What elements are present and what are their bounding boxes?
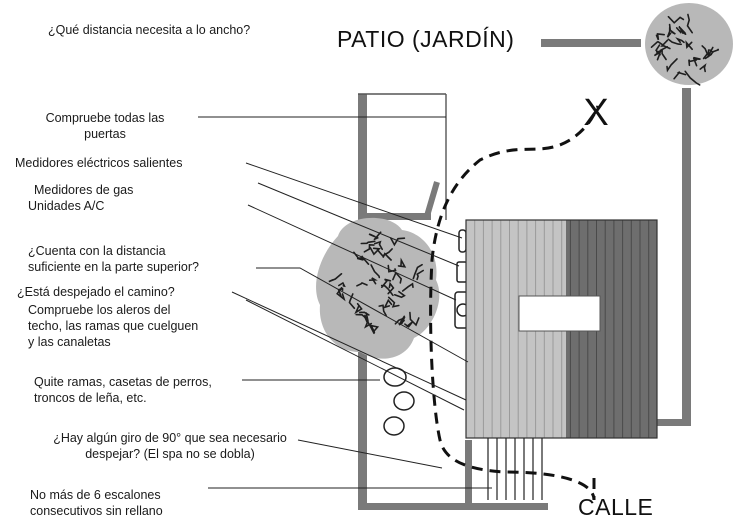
- eaves-label: Compruebe los aleros del techo, las rama…: [28, 303, 199, 349]
- street-label: CALLE: [578, 494, 654, 520]
- bush-top-right: [645, 3, 733, 86]
- door: [358, 93, 447, 220]
- patio-wall-top: [541, 39, 641, 47]
- meters: [454, 229, 470, 329]
- spa: [465, 219, 658, 439]
- ac-units-label: Unidades A/C: [28, 199, 105, 213]
- gas-meters-label: Medidores de gas: [34, 183, 134, 197]
- electric-meters-label: Medidores eléctricos salientes: [15, 156, 183, 170]
- leader-turn: [297, 439, 443, 469]
- bush-left: [316, 217, 440, 359]
- door-leaf: [424, 181, 440, 217]
- inner-wall: [465, 440, 472, 510]
- right-wall-bottom: [655, 419, 691, 426]
- overhead-clearance-label: ¿Cuenta con la distancia suficiente en l…: [28, 244, 199, 274]
- leader-overhead: [256, 267, 469, 363]
- bush-branches: [328, 231, 424, 335]
- bottom-wall: [358, 503, 548, 510]
- width-question: ¿Qué distancia necesita a lo ancho?: [48, 23, 251, 37]
- leader-electric: [245, 162, 463, 239]
- steps: [487, 438, 543, 500]
- patio-label: PATIO (JARDÍN): [337, 26, 515, 52]
- stepping-stones: [383, 367, 415, 436]
- leader-path: [231, 291, 467, 401]
- leader-ac: [247, 204, 457, 301]
- spa-cover-handle: [518, 295, 601, 332]
- leader-lines: [198, 116, 492, 489]
- steps-label: No más de 6 escalones consecutivos sin r…: [30, 488, 163, 518]
- remove-obstacles-label: Quite ramas, casetas de perros, troncos …: [34, 375, 212, 405]
- doors-label: Compruebe todas las puertas: [45, 111, 165, 141]
- turn-90-label: ¿Hay algún giro de 90° que sea necesario…: [53, 431, 287, 461]
- path-clear-label: ¿Está despejado el camino?: [17, 285, 175, 299]
- spa-route-path: [429, 105, 600, 501]
- leader-eaves: [245, 299, 465, 411]
- destination-x-marker: X: [583, 92, 608, 134]
- right-wall: [682, 88, 691, 426]
- leader-gas: [257, 182, 460, 267]
- bush-branches: [650, 13, 720, 86]
- electric-meter: [458, 229, 467, 253]
